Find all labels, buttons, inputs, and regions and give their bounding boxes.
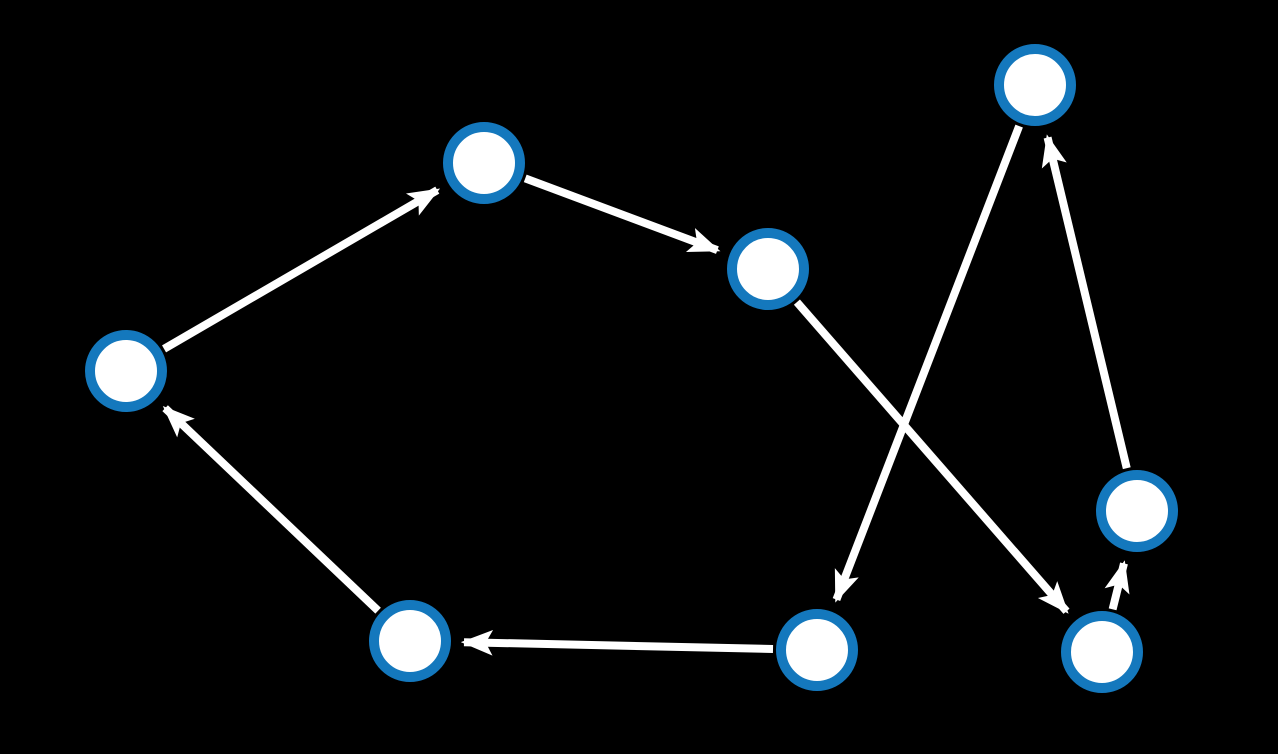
edge-arrow-bottom-middle-to-bottom-left bbox=[460, 630, 774, 656]
edge-arrow-top-right-to-bottom-middle bbox=[832, 124, 1023, 603]
edge-arrow-bottom-right-to-right bbox=[1104, 560, 1130, 611]
graph-node-bottom-left[interactable] bbox=[369, 600, 451, 682]
graph-node-top-right[interactable] bbox=[994, 44, 1076, 126]
graph-node-right[interactable] bbox=[1096, 470, 1178, 552]
graph-node-bottom-middle[interactable] bbox=[776, 609, 858, 691]
edge-arrow-bottom-left-to-left bbox=[162, 405, 381, 614]
graph-node-top-middle[interactable] bbox=[443, 122, 525, 204]
graph-node-center[interactable] bbox=[727, 228, 809, 310]
edge-arrow-center-to-bottom-right bbox=[793, 299, 1070, 614]
edge-arrow-left-to-top-middle bbox=[162, 186, 441, 353]
edge-arrow-top-middle-to-center bbox=[523, 174, 721, 254]
graph-node-left[interactable] bbox=[85, 330, 167, 412]
graph-node-bottom-right[interactable] bbox=[1061, 611, 1143, 693]
edge-arrow-right-to-top-right bbox=[1041, 134, 1131, 470]
